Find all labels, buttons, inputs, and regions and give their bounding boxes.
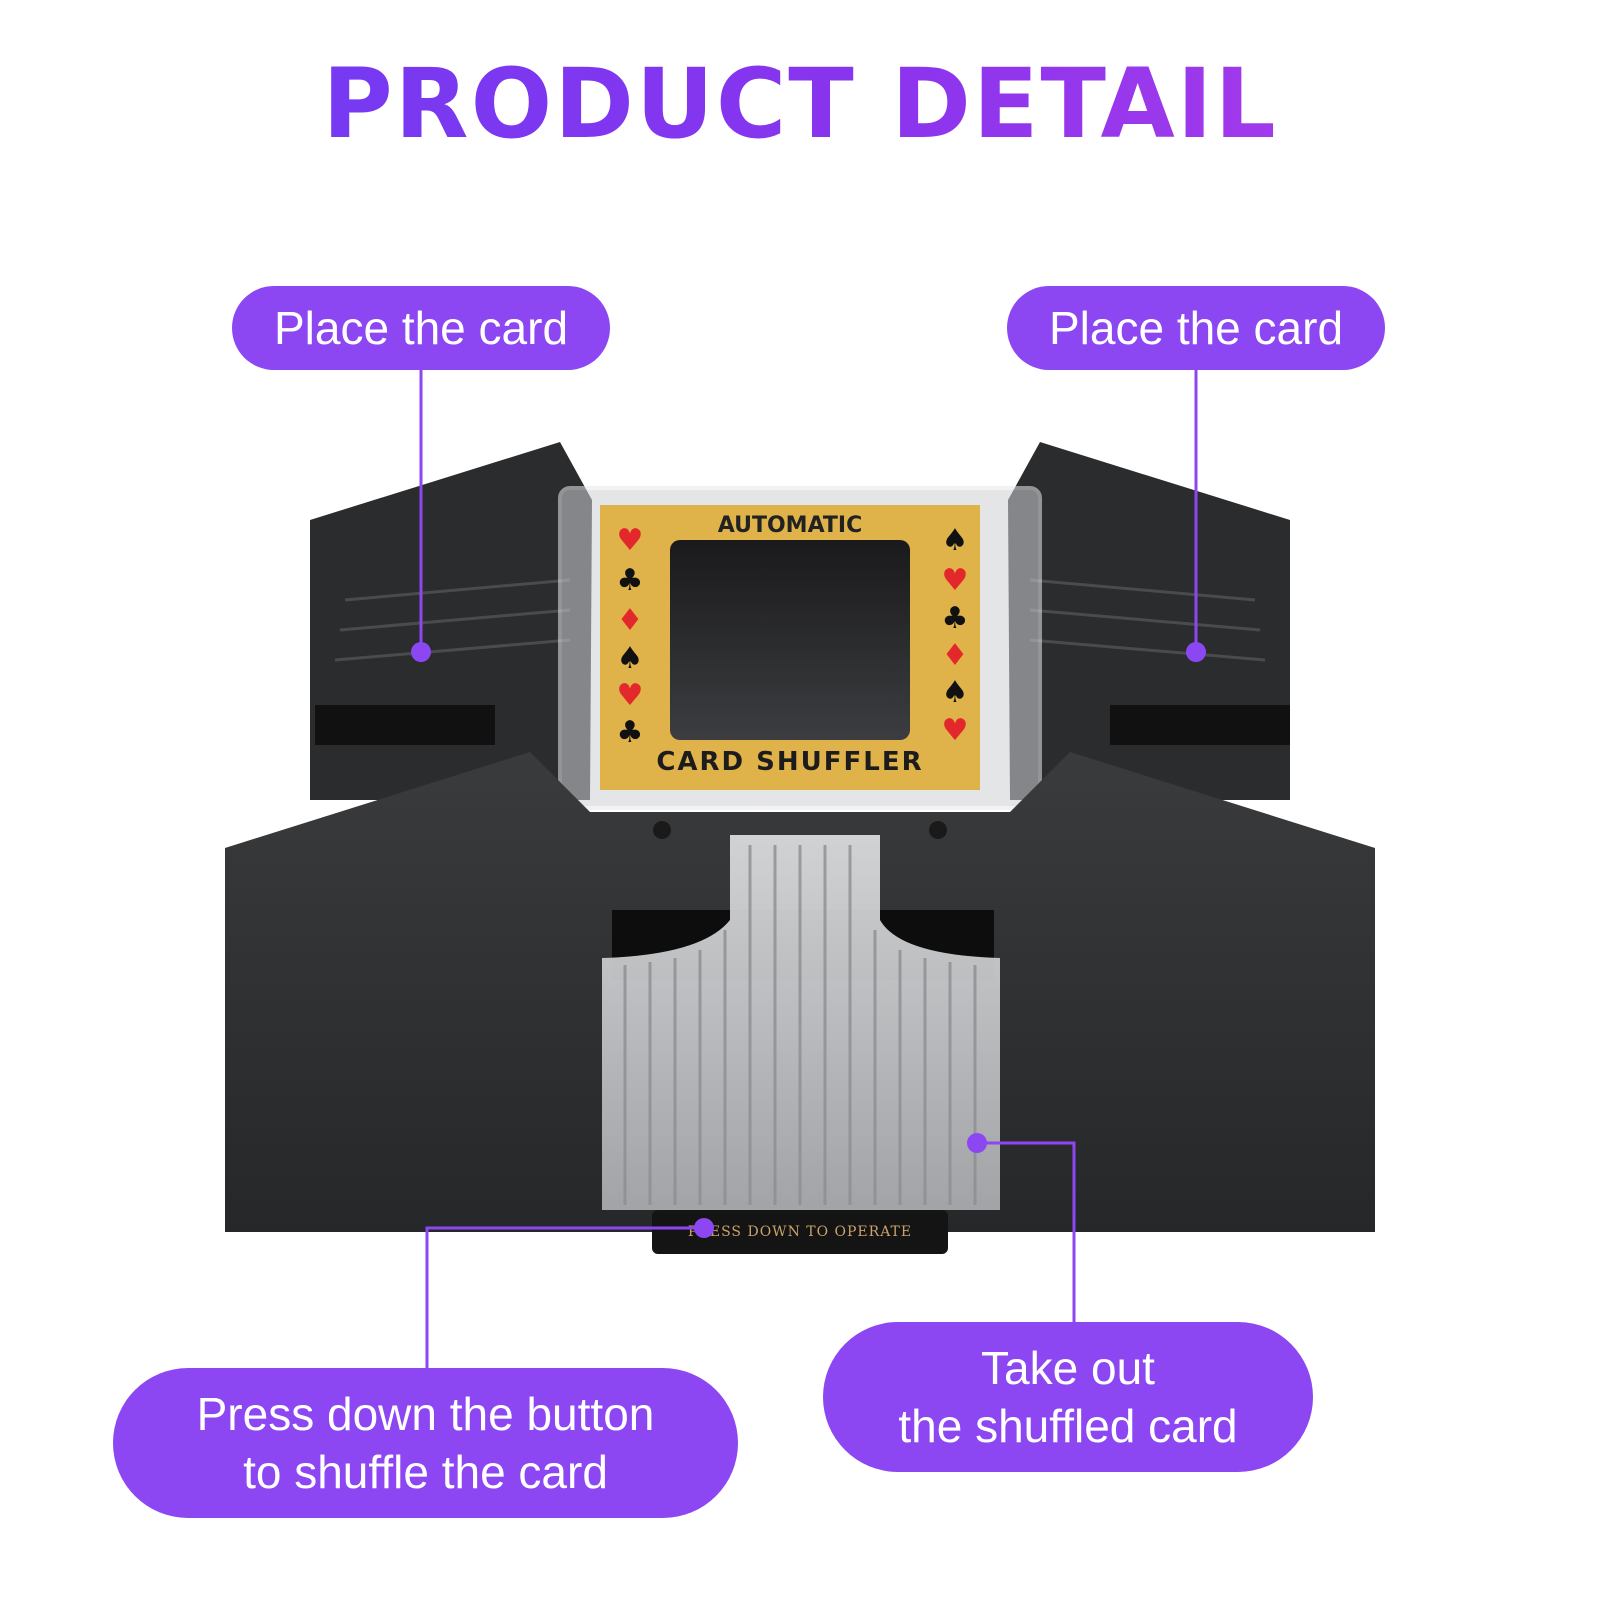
right-slot bbox=[1110, 705, 1290, 745]
callout-text-line2: the shuffled card bbox=[898, 1400, 1238, 1452]
svg-text:♦: ♦ bbox=[942, 638, 969, 673]
press-button-text: PRESS DOWN TO OPERATE bbox=[688, 1224, 912, 1240]
callout-press-button: Press down the button to shuffle the car… bbox=[113, 1368, 738, 1518]
svg-text:♣: ♣ bbox=[942, 601, 969, 636]
svg-text:♠: ♠ bbox=[942, 675, 969, 710]
svg-text:♥: ♥ bbox=[617, 678, 644, 713]
svg-text:♣: ♣ bbox=[617, 563, 644, 598]
svg-text:♣: ♣ bbox=[617, 715, 644, 750]
callout-text: Place the card bbox=[1048, 302, 1344, 354]
svg-text:♠: ♠ bbox=[617, 641, 644, 676]
callout-text-line2: to shuffle the card bbox=[243, 1446, 608, 1498]
card-window bbox=[670, 540, 910, 740]
card-top-text: AUTOMATIC bbox=[718, 513, 862, 538]
svg-text:♥: ♥ bbox=[942, 563, 969, 598]
callout-take-out: Take out the shuffled card bbox=[823, 1322, 1313, 1472]
svg-text:♦: ♦ bbox=[617, 603, 644, 638]
card-bottom-text: CARD SHUFFLER bbox=[656, 747, 923, 777]
page-title: PRODUCT DETAIL bbox=[0, 51, 1600, 158]
svg-text:♥: ♥ bbox=[942, 713, 969, 748]
callout-place-card-right: Place the card bbox=[1007, 286, 1385, 370]
callout-text-line1: Press down the button bbox=[196, 1388, 655, 1440]
callout-text: Place the card bbox=[273, 302, 569, 354]
svg-text:♥: ♥ bbox=[617, 523, 644, 558]
left-slot bbox=[315, 705, 495, 745]
svg-text:♠: ♠ bbox=[942, 523, 969, 558]
press-button bbox=[652, 1210, 948, 1254]
callout-place-card-left: Place the card bbox=[232, 286, 610, 370]
callout-text-line1: Take out bbox=[981, 1342, 1155, 1394]
